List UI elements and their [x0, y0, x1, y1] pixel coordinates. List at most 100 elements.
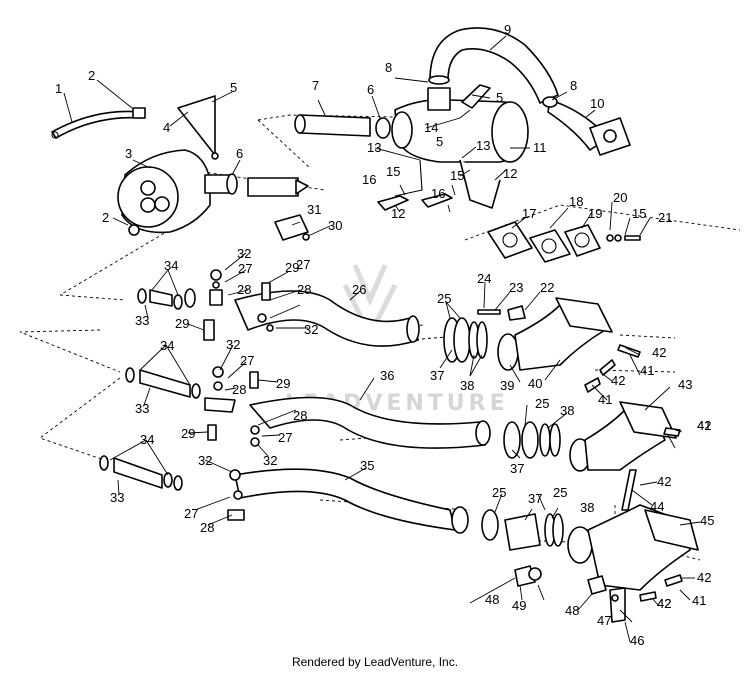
callout-label: 32 — [304, 322, 318, 337]
coupler-top — [137, 288, 196, 310]
callout-label: 41 — [697, 418, 711, 433]
callout-label: 8 — [570, 78, 577, 93]
callout-label: 28 — [200, 520, 214, 535]
elbow-43 — [584, 401, 677, 511]
callout-label: 32 — [237, 246, 251, 261]
callout-label: 41 — [640, 363, 654, 378]
flange-gaskets — [487, 221, 641, 263]
callout-label: 35 — [360, 458, 374, 473]
leader-lines — [63, 35, 701, 643]
callout-label: 45 — [700, 513, 714, 528]
callout-label: 36 — [380, 368, 394, 383]
callout-label: 28 — [293, 408, 307, 423]
callout-label: 15 — [450, 168, 464, 183]
mounting-strap — [51, 107, 146, 139]
callout-label: 37 — [430, 368, 444, 383]
callout-label: 38 — [560, 403, 574, 418]
hardware-upper — [203, 269, 274, 341]
callout-label: 41 — [692, 593, 706, 608]
elbow-10 — [542, 96, 631, 156]
callout-label: 29 — [181, 426, 195, 441]
callout-label: 33 — [135, 401, 149, 416]
callout-label: 27 — [296, 257, 310, 272]
callout-label: 28 — [232, 382, 246, 397]
elbow-39 — [514, 297, 613, 371]
callout-label: 27 — [184, 506, 198, 521]
callout-label: 27 — [238, 261, 252, 276]
callout-label: 29 — [285, 260, 299, 275]
callout-label: 37 — [510, 461, 524, 476]
callout-label: 23 — [509, 280, 523, 295]
callout-label: 42 — [697, 570, 711, 585]
callout-label: 22 — [540, 280, 554, 295]
exhaust-pipe-26 — [234, 290, 420, 347]
callout-label: 2 — [88, 68, 95, 83]
callout-label: 48 — [485, 592, 499, 607]
callout-label: 2 — [102, 210, 109, 225]
callout-label: 11 — [533, 140, 547, 155]
outlet-pipe — [204, 173, 309, 197]
callout-label: 5 — [230, 80, 237, 95]
callout-label: 24 — [477, 271, 491, 286]
callout-label: 4 — [163, 120, 170, 135]
callout-label: 9 — [504, 22, 511, 37]
callout-label: 1 — [55, 81, 62, 96]
bracket — [177, 95, 219, 160]
callout-label: 42 — [657, 474, 671, 489]
callout-label: 14 — [424, 120, 438, 135]
callout-label: 38 — [580, 500, 594, 515]
callout-label: 12 — [503, 166, 517, 181]
callout-label: 27 — [278, 430, 292, 445]
callout-label: 8 — [385, 60, 392, 75]
callout-label: 34 — [164, 258, 178, 273]
callout-label: 46 — [630, 633, 644, 648]
support-brackets — [377, 84, 501, 211]
callout-label: 42 — [657, 596, 671, 611]
callout-label: 7 — [312, 78, 319, 93]
callout-label: 47 — [597, 613, 611, 628]
callout-labels: 1 2 2 3 4 5 5 5 6 6 7 8 8 9 10 11 12 12 … — [55, 22, 714, 648]
callout-label: 10 — [590, 96, 604, 111]
callout-label: 34 — [140, 432, 154, 447]
callout-label: 42 — [657, 596, 671, 611]
callout-label: 6 — [367, 82, 374, 97]
exhaust-pipe-36 — [249, 396, 491, 449]
callout-label: 12 — [391, 206, 405, 221]
callout-label: 16 — [362, 172, 376, 187]
callout-label: 13 — [476, 138, 490, 153]
callout-label: 28 — [237, 282, 251, 297]
callout-label: 25 — [553, 485, 567, 500]
callout-label: 5 — [496, 90, 503, 105]
callout-label: 28 — [297, 282, 311, 297]
callout-label: 32 — [263, 453, 277, 468]
callout-label: 19 — [588, 206, 602, 221]
tailpipe-upper — [294, 114, 391, 139]
callout-label: 31 — [307, 202, 321, 217]
callout-label: 16 — [431, 186, 445, 201]
callout-label: 40 — [528, 376, 542, 391]
callout-label: 17 — [522, 206, 536, 221]
callout-label: 26 — [352, 282, 366, 297]
coupler-middle — [125, 366, 260, 447]
callout-label: 32 — [226, 337, 240, 352]
callout-label: 6 — [236, 146, 243, 161]
footer-credit: Rendered by LeadVenture, Inc. — [291, 655, 459, 669]
callout-label: 25 — [492, 485, 506, 500]
callout-label: 30 — [328, 218, 342, 233]
callout-label: 18 — [569, 194, 583, 209]
callout-label: 41 — [598, 392, 612, 407]
callout-label: 39 — [500, 378, 514, 393]
callout-label: 5 — [436, 134, 443, 149]
mount-hardware-lower — [514, 565, 626, 623]
callout-label: 15 — [632, 206, 646, 221]
callout-label: 27 — [240, 353, 254, 368]
callout-label: 29 — [175, 316, 189, 331]
callout-label: 38 — [460, 378, 474, 393]
callout-label: 34 — [160, 338, 174, 353]
silencer-body — [391, 87, 529, 163]
callout-label: 33 — [110, 490, 124, 505]
callout-label: 13 — [367, 140, 381, 155]
bracket-31 — [274, 214, 310, 241]
callout-label: 33 — [135, 313, 149, 328]
